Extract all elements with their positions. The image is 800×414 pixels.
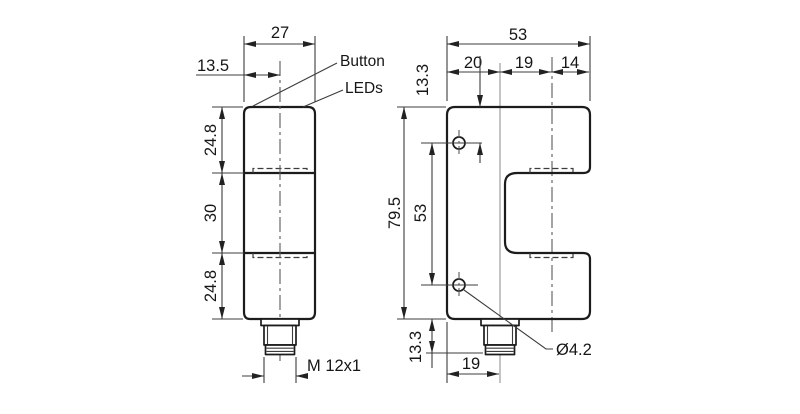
hole-diameter-leader <box>463 289 553 350</box>
front-connector-barrel <box>263 324 297 346</box>
dim-front-width-label: 27 <box>271 24 289 42</box>
leds-label: LEDs <box>345 80 383 97</box>
dim-side-height-label: 79.5 <box>386 197 404 229</box>
dim-side-hole-spacing-label: 53 <box>412 204 430 222</box>
dim-front-section-top-label: 24.8 <box>202 124 220 156</box>
dim-front-section-middle-label: 30 <box>202 204 220 222</box>
front-connector-flange <box>260 318 300 327</box>
dim-side-seg-right-label: 14 <box>561 54 579 72</box>
button-leader <box>252 62 338 107</box>
side-body-outline <box>445 105 592 321</box>
leds-leader <box>302 89 344 108</box>
hole-diameter-label: Ø4.2 <box>556 341 592 359</box>
dim-front-thread-label: M 12x1 <box>307 357 361 375</box>
side-view: 53 20 19 14 13.3 79.5 53 13.3 19 Ø4.2 <box>386 26 592 383</box>
side-connector <box>480 318 520 356</box>
front-connector-thread <box>264 344 296 356</box>
side-connector-flange <box>480 318 520 327</box>
dim-side-hole-offset-label: 13.3 <box>414 64 432 96</box>
side-connector-thread <box>484 344 516 356</box>
side-connector-barrel <box>483 324 517 346</box>
dim-side-connector-offset-label: 19 <box>462 355 480 373</box>
dim-front-offset-label: 13.5 <box>197 57 229 75</box>
dim-side-width-label: 53 <box>509 26 527 44</box>
side-window-slit-top <box>529 167 574 173</box>
button-label: Button <box>340 53 385 70</box>
dim-side-connector-height-label: 13.3 <box>407 331 425 363</box>
dim-side-seg-mid-label: 19 <box>515 54 533 72</box>
dim-side-seg-left-label: 20 <box>464 54 482 72</box>
front-view: 27 13.5 24.8 30 24.8 M 12x1 Button LEDs <box>196 24 385 383</box>
front-connector <box>260 318 300 356</box>
front-body-outline <box>242 105 317 321</box>
dim-front-section-bottom-label: 24.8 <box>202 270 220 302</box>
side-window-slit-bottom <box>529 253 574 259</box>
